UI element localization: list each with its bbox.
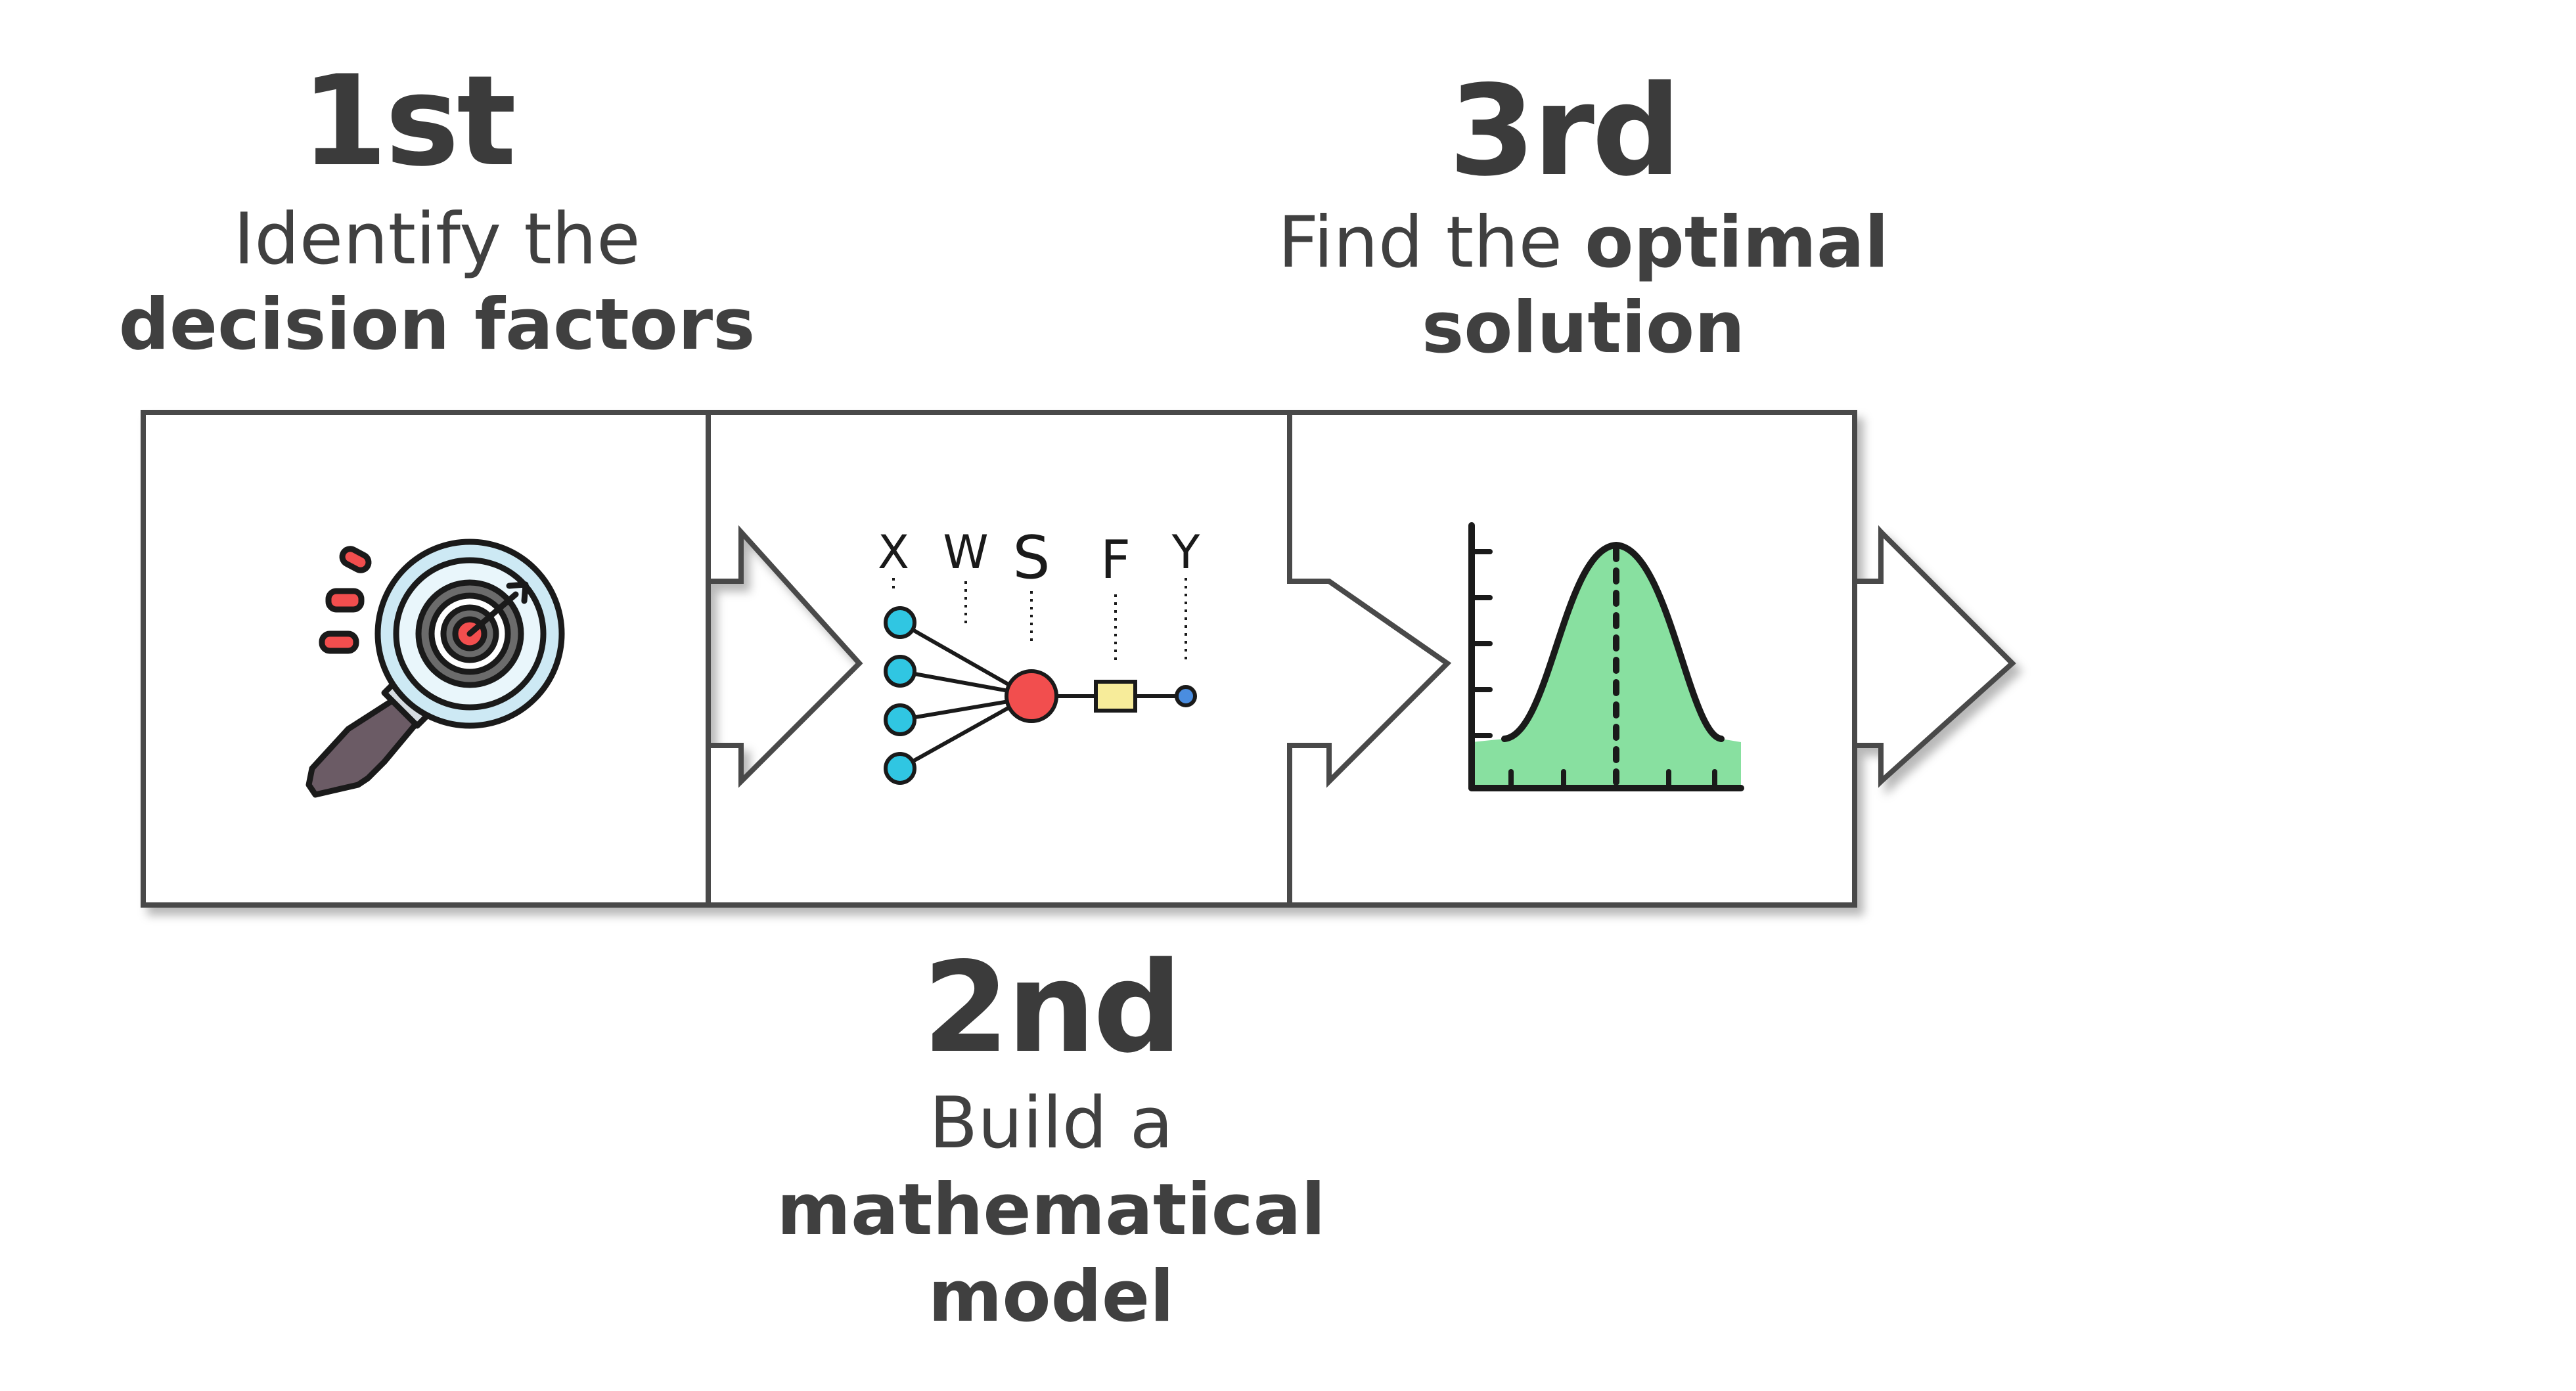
network-label-w: W [943, 525, 988, 579]
step-2-line-3: model [928, 1255, 1175, 1338]
step-1-line-2: decision factors [118, 283, 756, 366]
step-3-number: 3rd [1449, 58, 1681, 204]
final-arrow [1852, 525, 2016, 787]
step-3-line-1-bold: optimal [1585, 202, 1889, 284]
step-2-line-1: Build a [929, 1082, 1173, 1164]
step-2-number: 2nd [922, 935, 1182, 1080]
step-1-description: Identify the decision factors [92, 197, 782, 367]
step-3-line-2: solution [1421, 286, 1746, 369]
step-1-number: 1st [300, 49, 516, 194]
bell-curve-icon [1468, 522, 1744, 791]
step-3-line-1: Find the [1278, 202, 1585, 284]
network-label-s: S [1012, 523, 1050, 592]
neural-network-icon: X W S F Y [878, 523, 1200, 785]
network-label-x: X [878, 525, 909, 579]
step-2-line-2: mathematical [777, 1168, 1326, 1251]
step-1-line-1: Identify the [233, 198, 641, 280]
network-label-f: F [1100, 529, 1131, 590]
network-label-y: Y [1171, 525, 1200, 579]
step-2-description: Build a mathematical model [723, 1080, 1380, 1340]
step-3-description: Find the optimal solution [1222, 200, 1945, 370]
magnifier-target-icon [305, 539, 565, 798]
